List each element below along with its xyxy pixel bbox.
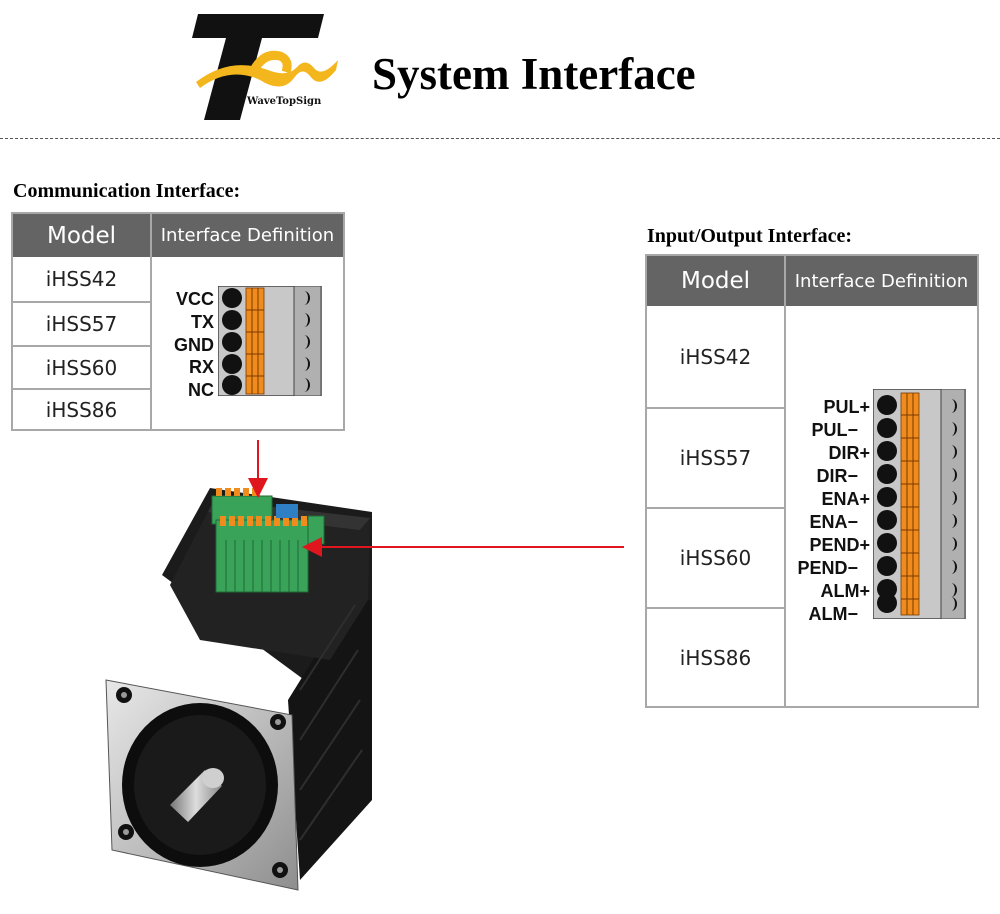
brand-logo [192,14,338,120]
comm-col-model: Model [13,214,150,257]
pin-label-rx: RX [188,357,214,377]
header-divider [0,138,1000,139]
io-heading: Input/Output Interface: [647,225,853,247]
comm-model-cell: iHSS57 [13,301,150,345]
comm-model-cell: iHSS60 [13,345,150,388]
comm-model-cell: iHSS42 [45,267,118,291]
pin-label-tx: TX [190,312,214,332]
pin-label-pul-minus: PUL− [811,420,858,440]
pin-label-gnd: GND [174,335,214,355]
io-model-cell: iHSS42 [679,344,752,369]
comm-col-definition: Interface Definition [152,214,343,257]
comm-connector-graphic [218,286,322,396]
pin-label-pend-plus: PEND+ [809,535,870,555]
pin-label-pul-plus: PUL+ [823,397,870,417]
pin-label-dir-plus: DIR+ [828,443,870,463]
comm-column-divider [150,214,152,429]
pin-label-alm-minus: ALM− [808,604,859,624]
comm-model-cell: iHSS86 [13,388,150,429]
pin-label-pend-minus: PEND− [797,558,858,578]
pin-label-vcc: VCC [175,289,214,309]
pin-label-alm-plus: ALM+ [820,581,871,601]
io-model-cell: iHSS57 [647,407,784,507]
io-model-cell: iHSS60 [647,507,784,607]
io-connector-graphic [873,389,966,619]
pin-label-ena-plus: ENA+ [821,489,870,509]
io-model-cell: iHSS86 [647,607,784,706]
io-table: Model Interface Definition iHSS42 iHSS57… [645,254,979,708]
pin-label-dir-minus: DIR− [816,466,858,486]
page-title: System Interface [372,49,696,99]
communication-heading: Communication Interface: [13,180,241,202]
io-column-divider [784,256,786,706]
pin-label-nc: NC [188,380,214,400]
logo-text: WaveTopSign [247,96,322,107]
io-col-model: Model [647,256,784,306]
pin-label-ena-minus: ENA− [809,512,858,532]
io-col-definition: Interface Definition [786,256,977,306]
